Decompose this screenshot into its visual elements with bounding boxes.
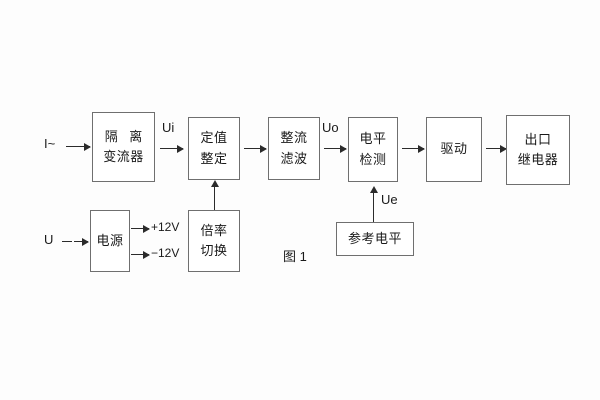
block-driver-line1: 驱动: [440, 141, 468, 157]
block-driver[interactable]: 驱动: [426, 117, 482, 182]
arrow-rail-positive: [131, 224, 150, 233]
block-power-supply-line1: 电源: [96, 232, 124, 248]
arrow-current-to-isolation: [66, 142, 91, 151]
block-level-detection-line2: 检测: [359, 151, 387, 167]
arrow-driver-to-relay: [486, 144, 507, 153]
signal-label-ue: Ue: [381, 192, 398, 207]
block-rectifier-filter-line2: 滤波: [280, 150, 308, 166]
block-rectifier-filter[interactable]: 整流 滤波: [268, 117, 320, 180]
rail-label-positive: +12V: [151, 220, 180, 234]
figure-caption: 图 1: [283, 249, 307, 264]
arrow-rectifier-to-level: [324, 144, 347, 153]
input-label-current: I~: [44, 136, 56, 151]
block-output-relay[interactable]: 出口 继电器: [506, 115, 570, 185]
arrow-rail-negative: [131, 250, 150, 259]
block-power-supply[interactable]: 电源: [90, 210, 130, 272]
block-output-relay-line2: 继电器: [517, 152, 559, 167]
rail-label-negative: −12V: [151, 246, 180, 260]
input-label-voltage: U: [44, 232, 54, 247]
block-reference-level[interactable]: 参考电平: [336, 222, 414, 256]
arrow-isolation-to-setting: [160, 144, 184, 153]
block-output-relay-line1: 出口: [524, 131, 552, 147]
arrow-voltage-to-power: [74, 237, 89, 246]
block-multiplier-switch-line2: 切换: [200, 243, 228, 258]
block-rectifier-filter-line1: 整流: [280, 130, 308, 146]
block-setting-value[interactable]: 定值 整定: [188, 117, 240, 180]
block-setting-value-line1: 定值: [200, 130, 228, 146]
block-level-detection[interactable]: 电平 检测: [348, 117, 398, 182]
signal-label-ui: Ui: [162, 120, 175, 135]
lead-voltage-input: [62, 241, 72, 242]
block-multiplier-switch[interactable]: 倍率 切换: [188, 210, 240, 272]
arrow-setting-to-rectifier: [244, 144, 267, 153]
signal-label-uo: Uo: [322, 120, 339, 135]
arrow-multiplier-to-setting: [210, 180, 219, 210]
arrow-level-to-driver: [402, 144, 425, 153]
block-isolation-transformer-line2: 变流器: [103, 149, 144, 164]
block-isolation-transformer-line1: 隔 离: [104, 128, 147, 144]
block-reference-level-line1: 参考电平: [347, 230, 402, 246]
arrow-reference-to-level: [369, 186, 378, 222]
block-setting-value-line2: 整定: [200, 150, 228, 166]
block-multiplier-switch-line1: 倍率: [200, 222, 228, 238]
block-level-detection-line1: 电平: [359, 131, 387, 147]
block-isolation-transformer[interactable]: 隔 离 变流器: [92, 112, 155, 182]
